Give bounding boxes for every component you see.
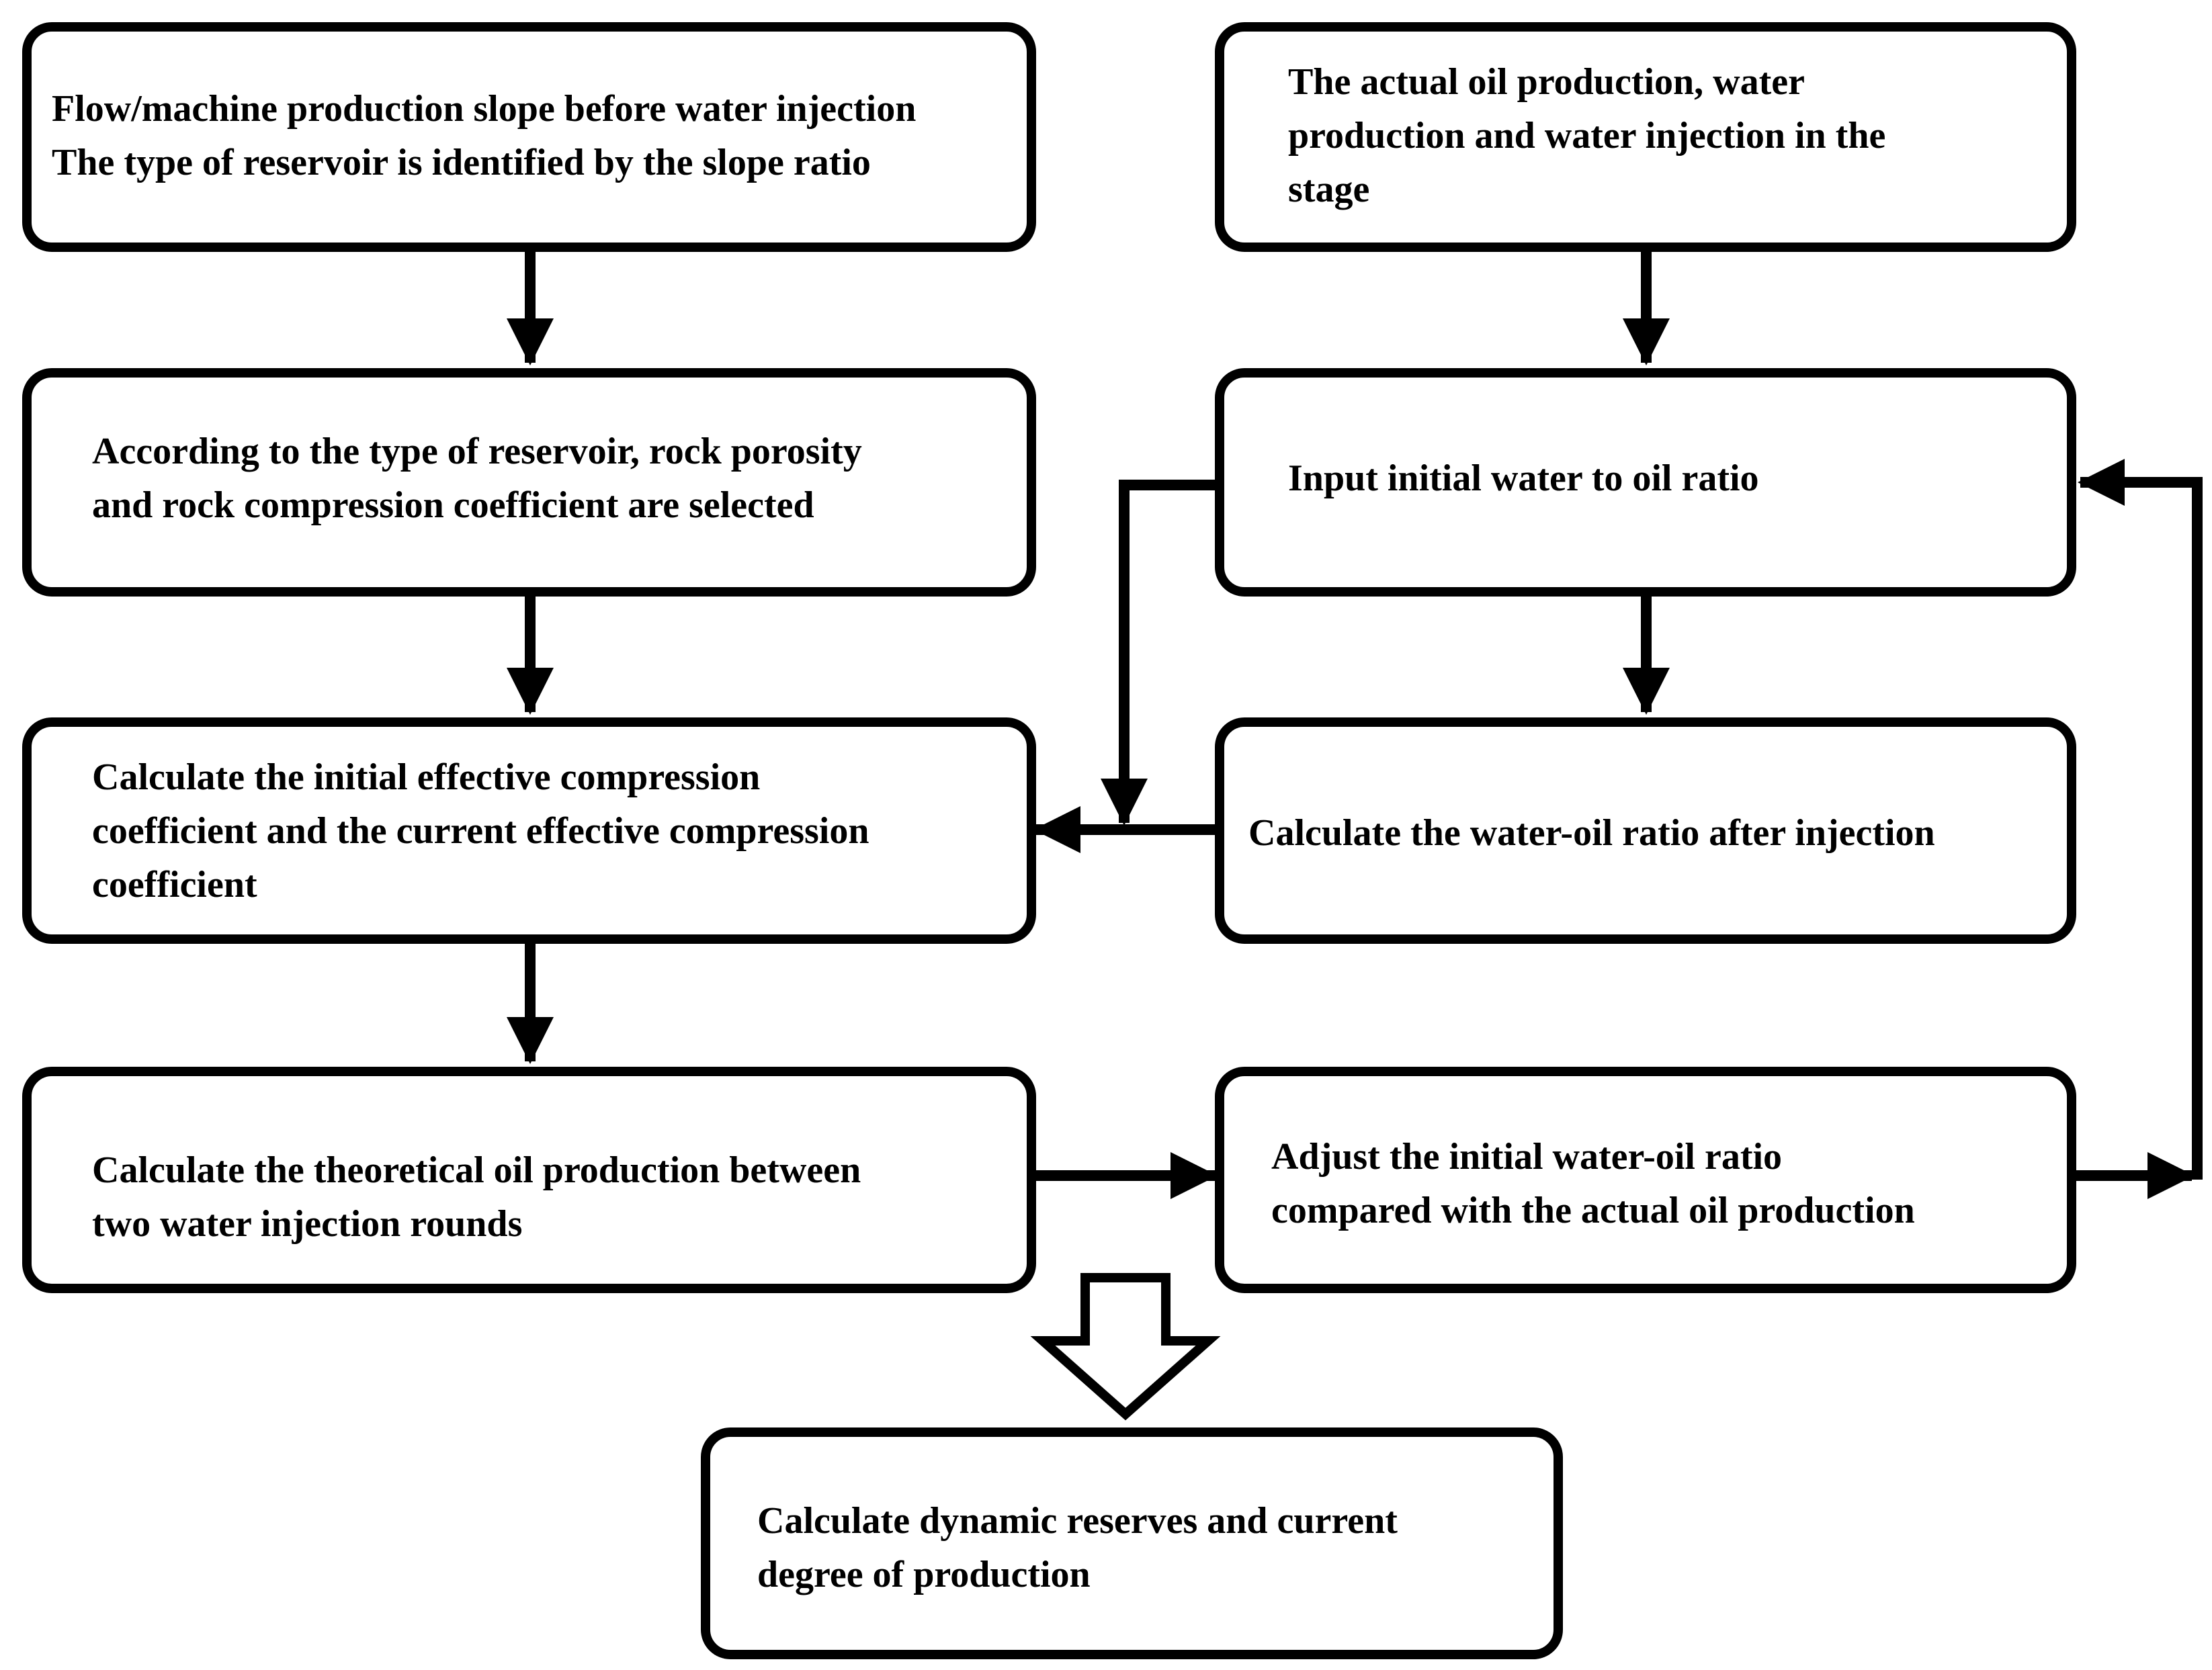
box-input-ratio-text: Input initial water to oil ratio [1288, 457, 1759, 499]
box-calc-compression: Calculate the initial effective compress… [22, 717, 1036, 944]
box-dynamic-reserves-text: Calculate dynamic reserves and current d… [757, 1500, 1398, 1595]
box-select-params-text: According to the type of reservoir, rock… [92, 431, 862, 526]
box-calc-theoretical: Calculate the theoretical oil production… [22, 1067, 1036, 1293]
box-calc-compression-text: Calculate the initial effective compress… [92, 756, 869, 906]
hollow-down-arrow [1030, 1273, 1221, 1421]
arrow-feedback-to-input [2078, 459, 2203, 1180]
box-dynamic-reserves: Calculate dynamic reserves and current d… [701, 1427, 1563, 1659]
box-adjust-ratio: Adjust the initial water-oil ratio compa… [1215, 1067, 2076, 1293]
box-select-params: According to the type of reservoir, rock… [22, 368, 1036, 597]
arrow-input-branch-down [1101, 480, 1215, 826]
box-actual-production-text: The actual oil production, water product… [1288, 61, 1886, 210]
box-calc-water-oil: Calculate the water-oil ratio after inje… [1215, 717, 2076, 944]
box-adjust-ratio-text: Adjust the initial water-oil ratio compa… [1271, 1136, 1915, 1231]
box-calc-theoretical-text: Calculate the theoretical oil production… [92, 1149, 861, 1245]
box-flow-slope-text: Flow/machine production slope before wat… [52, 88, 917, 183]
box-calc-water-oil-text: Calculate the water-oil ratio after inje… [1248, 812, 1935, 854]
box-flow-slope: Flow/machine production slope before wat… [22, 22, 1036, 252]
box-input-ratio: Input initial water to oil ratio [1215, 368, 2076, 597]
box-actual-production: The actual oil production, water product… [1215, 22, 2076, 252]
